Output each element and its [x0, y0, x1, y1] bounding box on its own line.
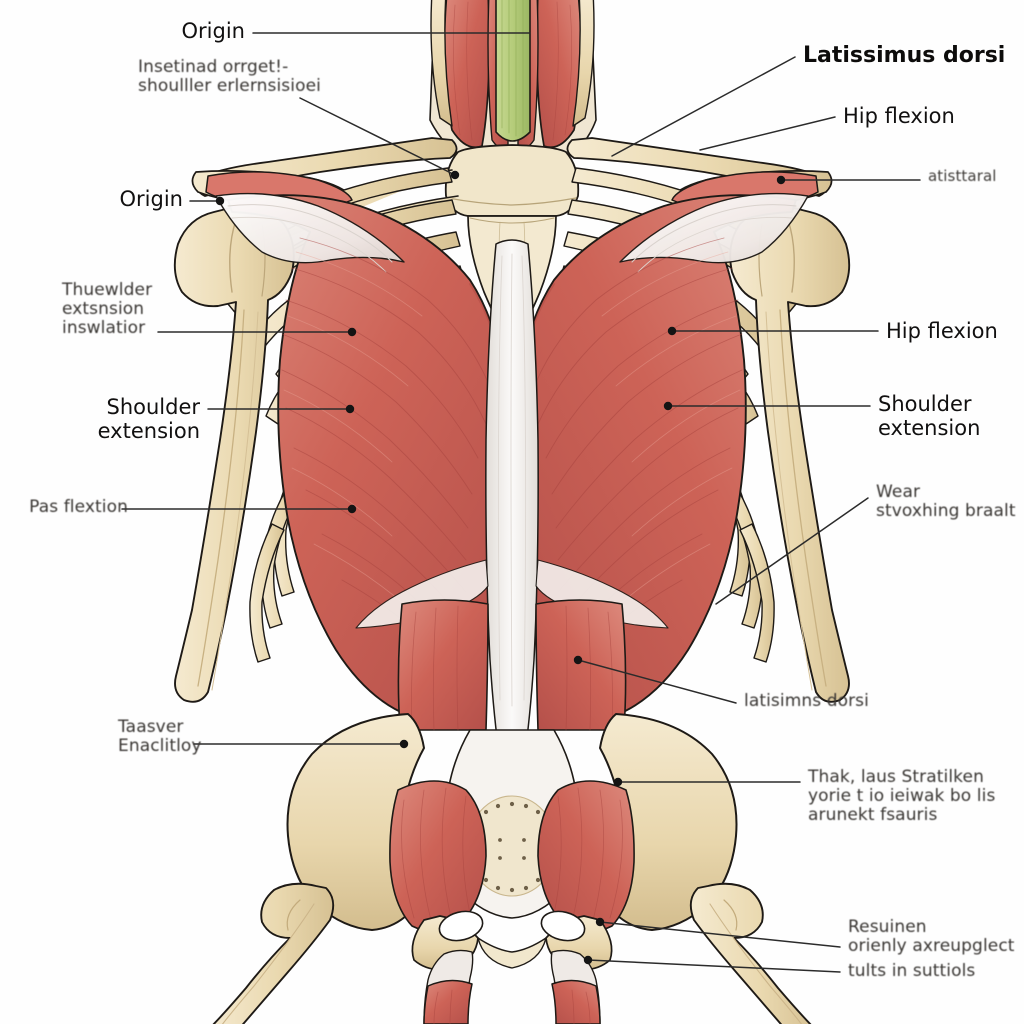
label-hip-flexion-right-middle: Hip flexion: [886, 319, 998, 343]
leader-anchor-dots: [215, 170, 786, 965]
leader-insertion-target-shoulder-extension: [299, 97, 456, 176]
humeri: [173, 204, 851, 703]
leader-lines: [121, 32, 921, 973]
label-hip-flexion-top-right: Hip flexion: [843, 104, 955, 128]
label-shoulder-extension-left: Shoulder extension: [97, 395, 200, 443]
femurs: [212, 882, 812, 1024]
label-taasver-enaditloy-left: Taasver Enaclitloy: [118, 717, 202, 757]
label-shoulder-extension-right: Shoulder extension: [878, 392, 981, 440]
pelvis: [286, 713, 738, 971]
anchor-dot-atisttaral-right: [776, 175, 786, 185]
anchor-dot-origin-left-shoulder: [215, 196, 225, 206]
label-origin-top-left: Origin: [181, 19, 245, 43]
leader-tults-in-suttiols-right: [587, 959, 841, 973]
leader-latissimus-dorsi-lower: [577, 659, 737, 704]
anchor-dot-shoulder-extension-left: [345, 404, 355, 414]
anchor-dot-pas-flexion-left: [347, 504, 357, 514]
anchor-dot-insertion-target-shoulder-extension: [450, 170, 460, 180]
leader-wear-stretching-bracket-right: [715, 497, 869, 605]
anchor-dot-latissimus-dorsi-lower: [573, 655, 583, 665]
leader-restrinen-orienly-axreupglect-right: [599, 921, 841, 948]
leader-latissimus-dorsi-main: [611, 56, 796, 157]
hamstring-origins: [423, 949, 601, 1024]
neck-region: [429, 0, 597, 161]
label-latissimus-dorsi-lower: latisimns dorsi: [744, 691, 869, 711]
label-insertion-target-shoulder-extension: Insetinad orrget!- shoulller erlernsisio…: [138, 57, 321, 97]
label-shoulder-extension-innervation-left: Thuewlder extsnsion inswlatior: [62, 280, 153, 339]
anchor-dot-shoulder-extension-right: [663, 401, 673, 411]
anchor-dot-shoulder-extension-innervation-left: [347, 327, 357, 337]
label-origin-left-shoulder: Origin: [119, 187, 183, 211]
leader-hip-flexion-top-right: [699, 116, 836, 151]
anchor-dot-thak-laus-stratilken-right: [613, 777, 623, 787]
label-atisttaral-right: atisttaral: [928, 167, 997, 185]
label-thak-laus-stratilken-right: Thak, laus Stratilken yorie t io ieiwak …: [808, 767, 996, 826]
anchor-dot-taasver-enaditloy-left: [399, 739, 409, 749]
label-restrinen-orienly-axreupglect-right: Resuinen orienly axreupglect: [848, 917, 1015, 957]
anchor-dot-tults-in-suttiols-right: [583, 955, 593, 965]
lumbar-erector-muscles: [397, 599, 627, 731]
label-pas-flexion-left: Pas flextion: [29, 497, 128, 517]
label-latissimus-dorsi-main: Latissimus dorsi: [803, 43, 1006, 68]
label-wear-stretching-bracket-right: Wear stvoxhing braalt: [876, 482, 1016, 522]
anchor-dot-hip-flexion-right-middle: [667, 326, 677, 336]
anchor-dot-restrinen-orienly-axreupglect-right: [595, 917, 605, 927]
label-tults-in-suttiols-right: tults in suttiols: [848, 961, 976, 981]
